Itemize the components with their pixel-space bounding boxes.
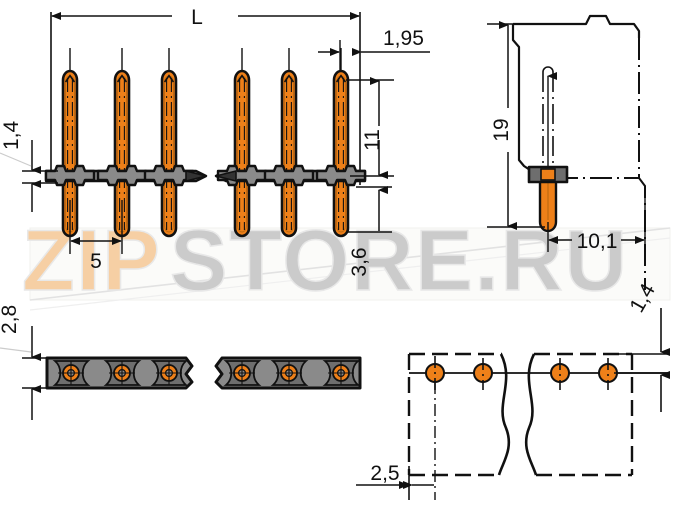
pin (332, 46, 350, 238)
dim-label-housing-height: 19 (490, 118, 513, 141)
footprint-break-line-right (524, 353, 538, 476)
housing-left-outline (511, 24, 531, 171)
dim-label-pin-length-below: 3,6 (348, 247, 371, 276)
dim-label-rail-width: 2,8 (0, 305, 21, 334)
dim-label-housing-depth: 10,1 (577, 230, 618, 253)
mounting-rail-left (44, 164, 208, 187)
pcb-footprint-view: 2,5 1,4 (356, 279, 670, 500)
dim-14-leader (0, 152, 32, 167)
bottom-rail-cells (52, 360, 361, 386)
watermark-text-orange: ZIP (22, 213, 162, 309)
bottom-cell (322, 360, 361, 386)
dim-label-overall-length: L (191, 6, 203, 29)
pin (160, 46, 178, 238)
dim-label-board-thickness: 1,4 (0, 120, 23, 150)
footprint-holes (425, 356, 618, 392)
pin (280, 46, 298, 238)
side-rail-pin-slot (540, 168, 556, 181)
drill-hole (598, 358, 618, 390)
housing-right-lower-edge (638, 177, 646, 290)
watermark-slash-lower (29, 237, 671, 311)
bottom-view: 2,8 (0, 305, 362, 420)
dim-label-footprint-row-offset: 1,4 (625, 279, 660, 316)
drill-hole (473, 358, 493, 390)
dim-28-leader (0, 347, 32, 353)
pin-group-right (233, 46, 350, 238)
side-pin-tail (538, 172, 558, 233)
drill-hole (550, 358, 570, 390)
mounting-rail-right (214, 164, 367, 187)
dim-label-end-offset: 1,95 (383, 27, 424, 50)
bottom-cell (270, 360, 309, 386)
bottom-cell (150, 360, 189, 386)
side-view: 19 10,1 (487, 14, 646, 290)
footprint-break-line-left (497, 353, 511, 476)
pin-group-left (61, 46, 178, 238)
housing-top-outline (513, 14, 641, 38)
bottom-cell (223, 360, 262, 386)
hidden-pin-tip (542, 66, 554, 73)
dim-label-pin-height-above: 11 (361, 129, 384, 151)
dim-label-pin-pitch: 5 (90, 250, 102, 273)
bottom-cell (52, 360, 91, 386)
bottom-cell (103, 360, 142, 386)
front-view: L 1,95 (0, 6, 430, 277)
pin (233, 46, 251, 238)
dim-label-footprint-edge-offset: 2,5 (370, 462, 399, 485)
